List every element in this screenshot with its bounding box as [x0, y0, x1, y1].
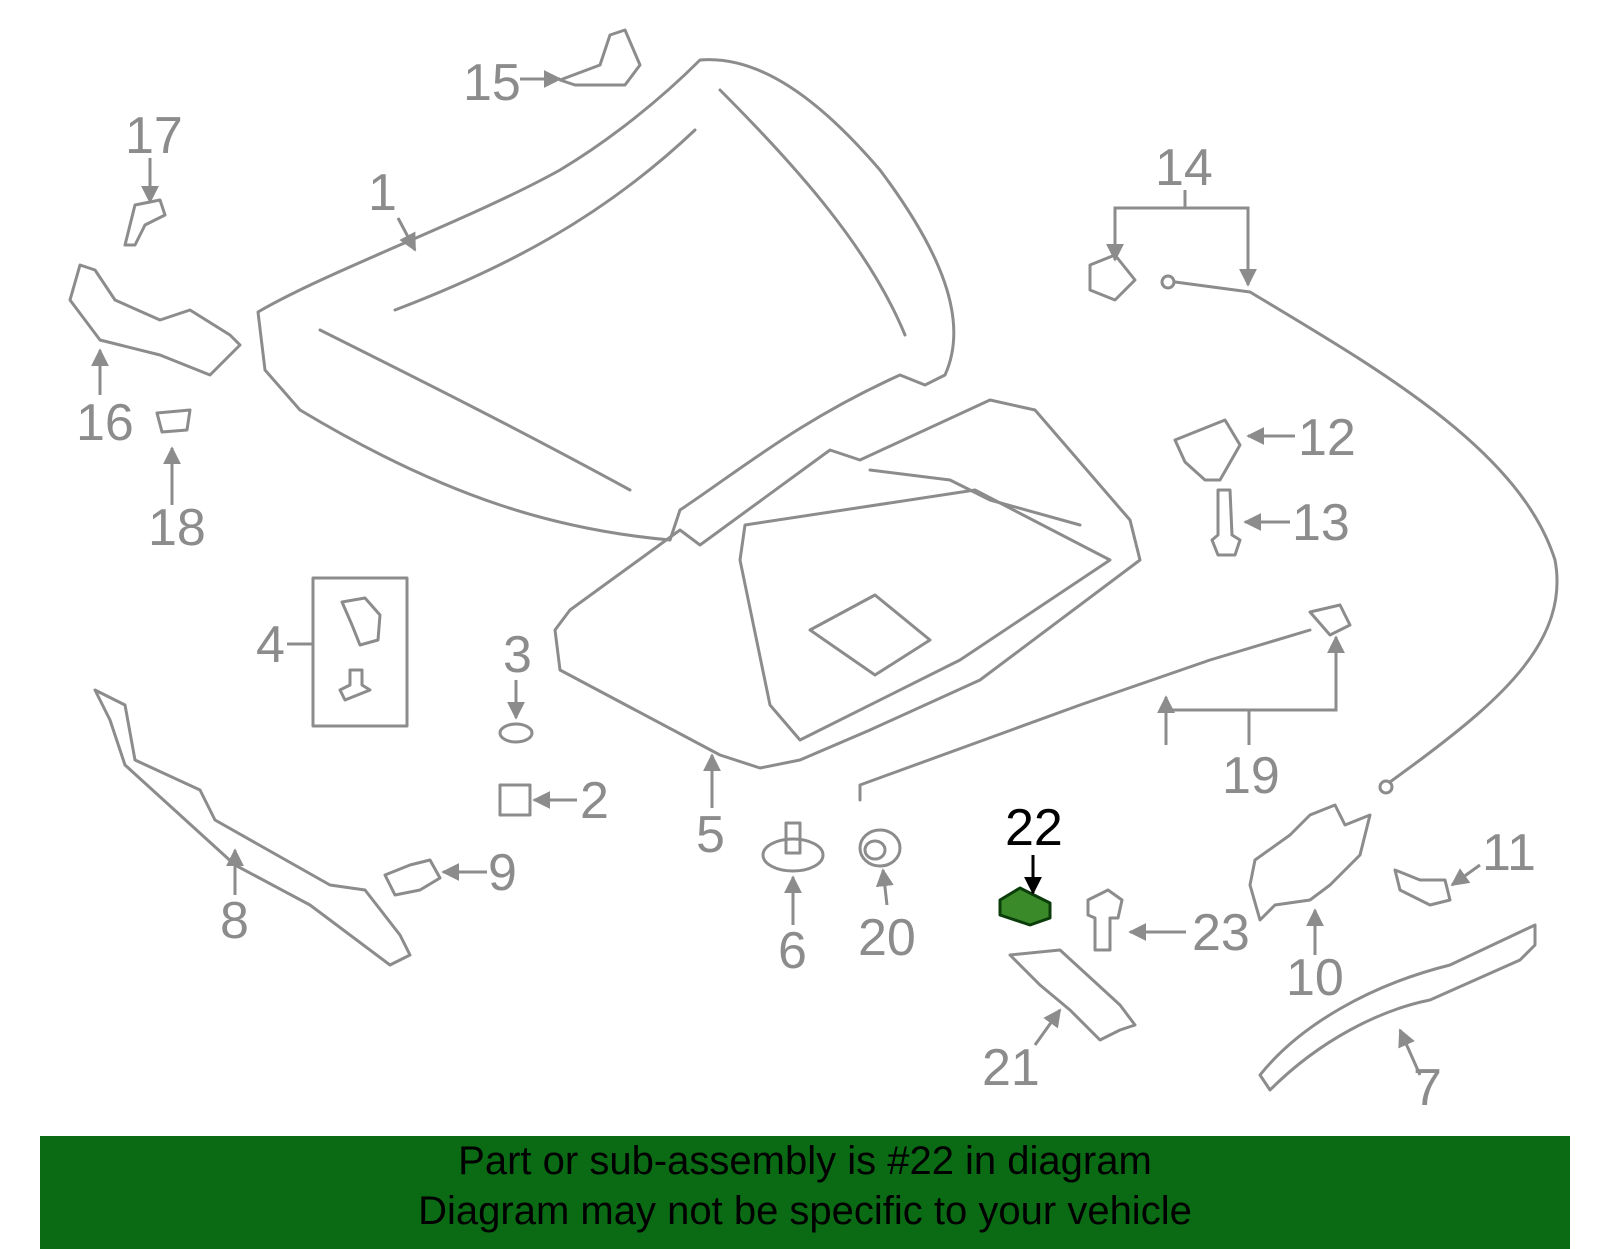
part-12-bracket	[1173, 418, 1242, 482]
part-15-bracket	[558, 28, 642, 87]
callout-20: 20	[858, 909, 916, 967]
callout-11: 11	[1482, 824, 1536, 882]
part-18-clip	[155, 408, 192, 434]
callout-21: 21	[982, 1039, 1040, 1097]
banner-line-1: Part or sub-assembly is #22 in diagram	[458, 1139, 1152, 1183]
callout-19: 19	[1222, 747, 1280, 805]
part-1-hood	[256, 58, 956, 542]
part-10-latch	[1248, 803, 1372, 922]
callout-6: 6	[778, 922, 807, 980]
callout-3: 3	[503, 626, 532, 684]
part-3-ring	[498, 722, 534, 744]
info-banner: Part or sub-assembly is #22 in diagram D…	[40, 1136, 1570, 1249]
part-20-nut	[858, 828, 902, 868]
callout-4: 4	[256, 616, 285, 674]
callout-labels: 1 2 3 4 5 6 7 8 9 10 11 12 13 14 15 16 1…	[76, 54, 1536, 1117]
part-5-inner-panel	[553, 398, 1142, 770]
leader-lines	[91, 70, 1481, 1076]
part-9-bolt	[383, 858, 442, 897]
part-17-bolt	[123, 198, 167, 247]
callout-2: 2	[580, 772, 609, 830]
callout-14: 14	[1155, 139, 1213, 197]
callout-18: 18	[148, 499, 206, 557]
part-22-highlighted	[998, 886, 1052, 927]
callout-7: 7	[1413, 1059, 1442, 1117]
part-7-seal	[1258, 923, 1537, 1092]
callout-15: 15	[463, 54, 521, 112]
callout-5: 5	[696, 806, 725, 864]
callout-13: 13	[1292, 494, 1350, 552]
part-8-strip	[93, 688, 412, 967]
part-11-bolt	[1393, 868, 1452, 907]
part-6-grommet	[761, 821, 825, 873]
callout-8: 8	[220, 892, 249, 950]
callout-10: 10	[1286, 949, 1344, 1007]
part-23-bolt	[1086, 888, 1124, 952]
callout-1: 1	[368, 164, 397, 222]
part-21-bracket	[1008, 948, 1137, 1042]
callout-22: 22	[1005, 799, 1063, 857]
callout-9: 9	[488, 844, 517, 902]
part-19-cable	[858, 603, 1352, 802]
part-16-hinge	[68, 263, 242, 377]
part-2-bumper	[498, 783, 532, 817]
banner-line-2: Diagram may not be specific to your vehi…	[418, 1189, 1192, 1233]
callout-17: 17	[125, 107, 183, 165]
callout-12: 12	[1298, 409, 1356, 467]
callout-16: 16	[76, 394, 134, 452]
part-4-kit	[311, 576, 409, 728]
callout-23: 23	[1192, 904, 1250, 962]
part-13-bolt	[1210, 488, 1242, 557]
